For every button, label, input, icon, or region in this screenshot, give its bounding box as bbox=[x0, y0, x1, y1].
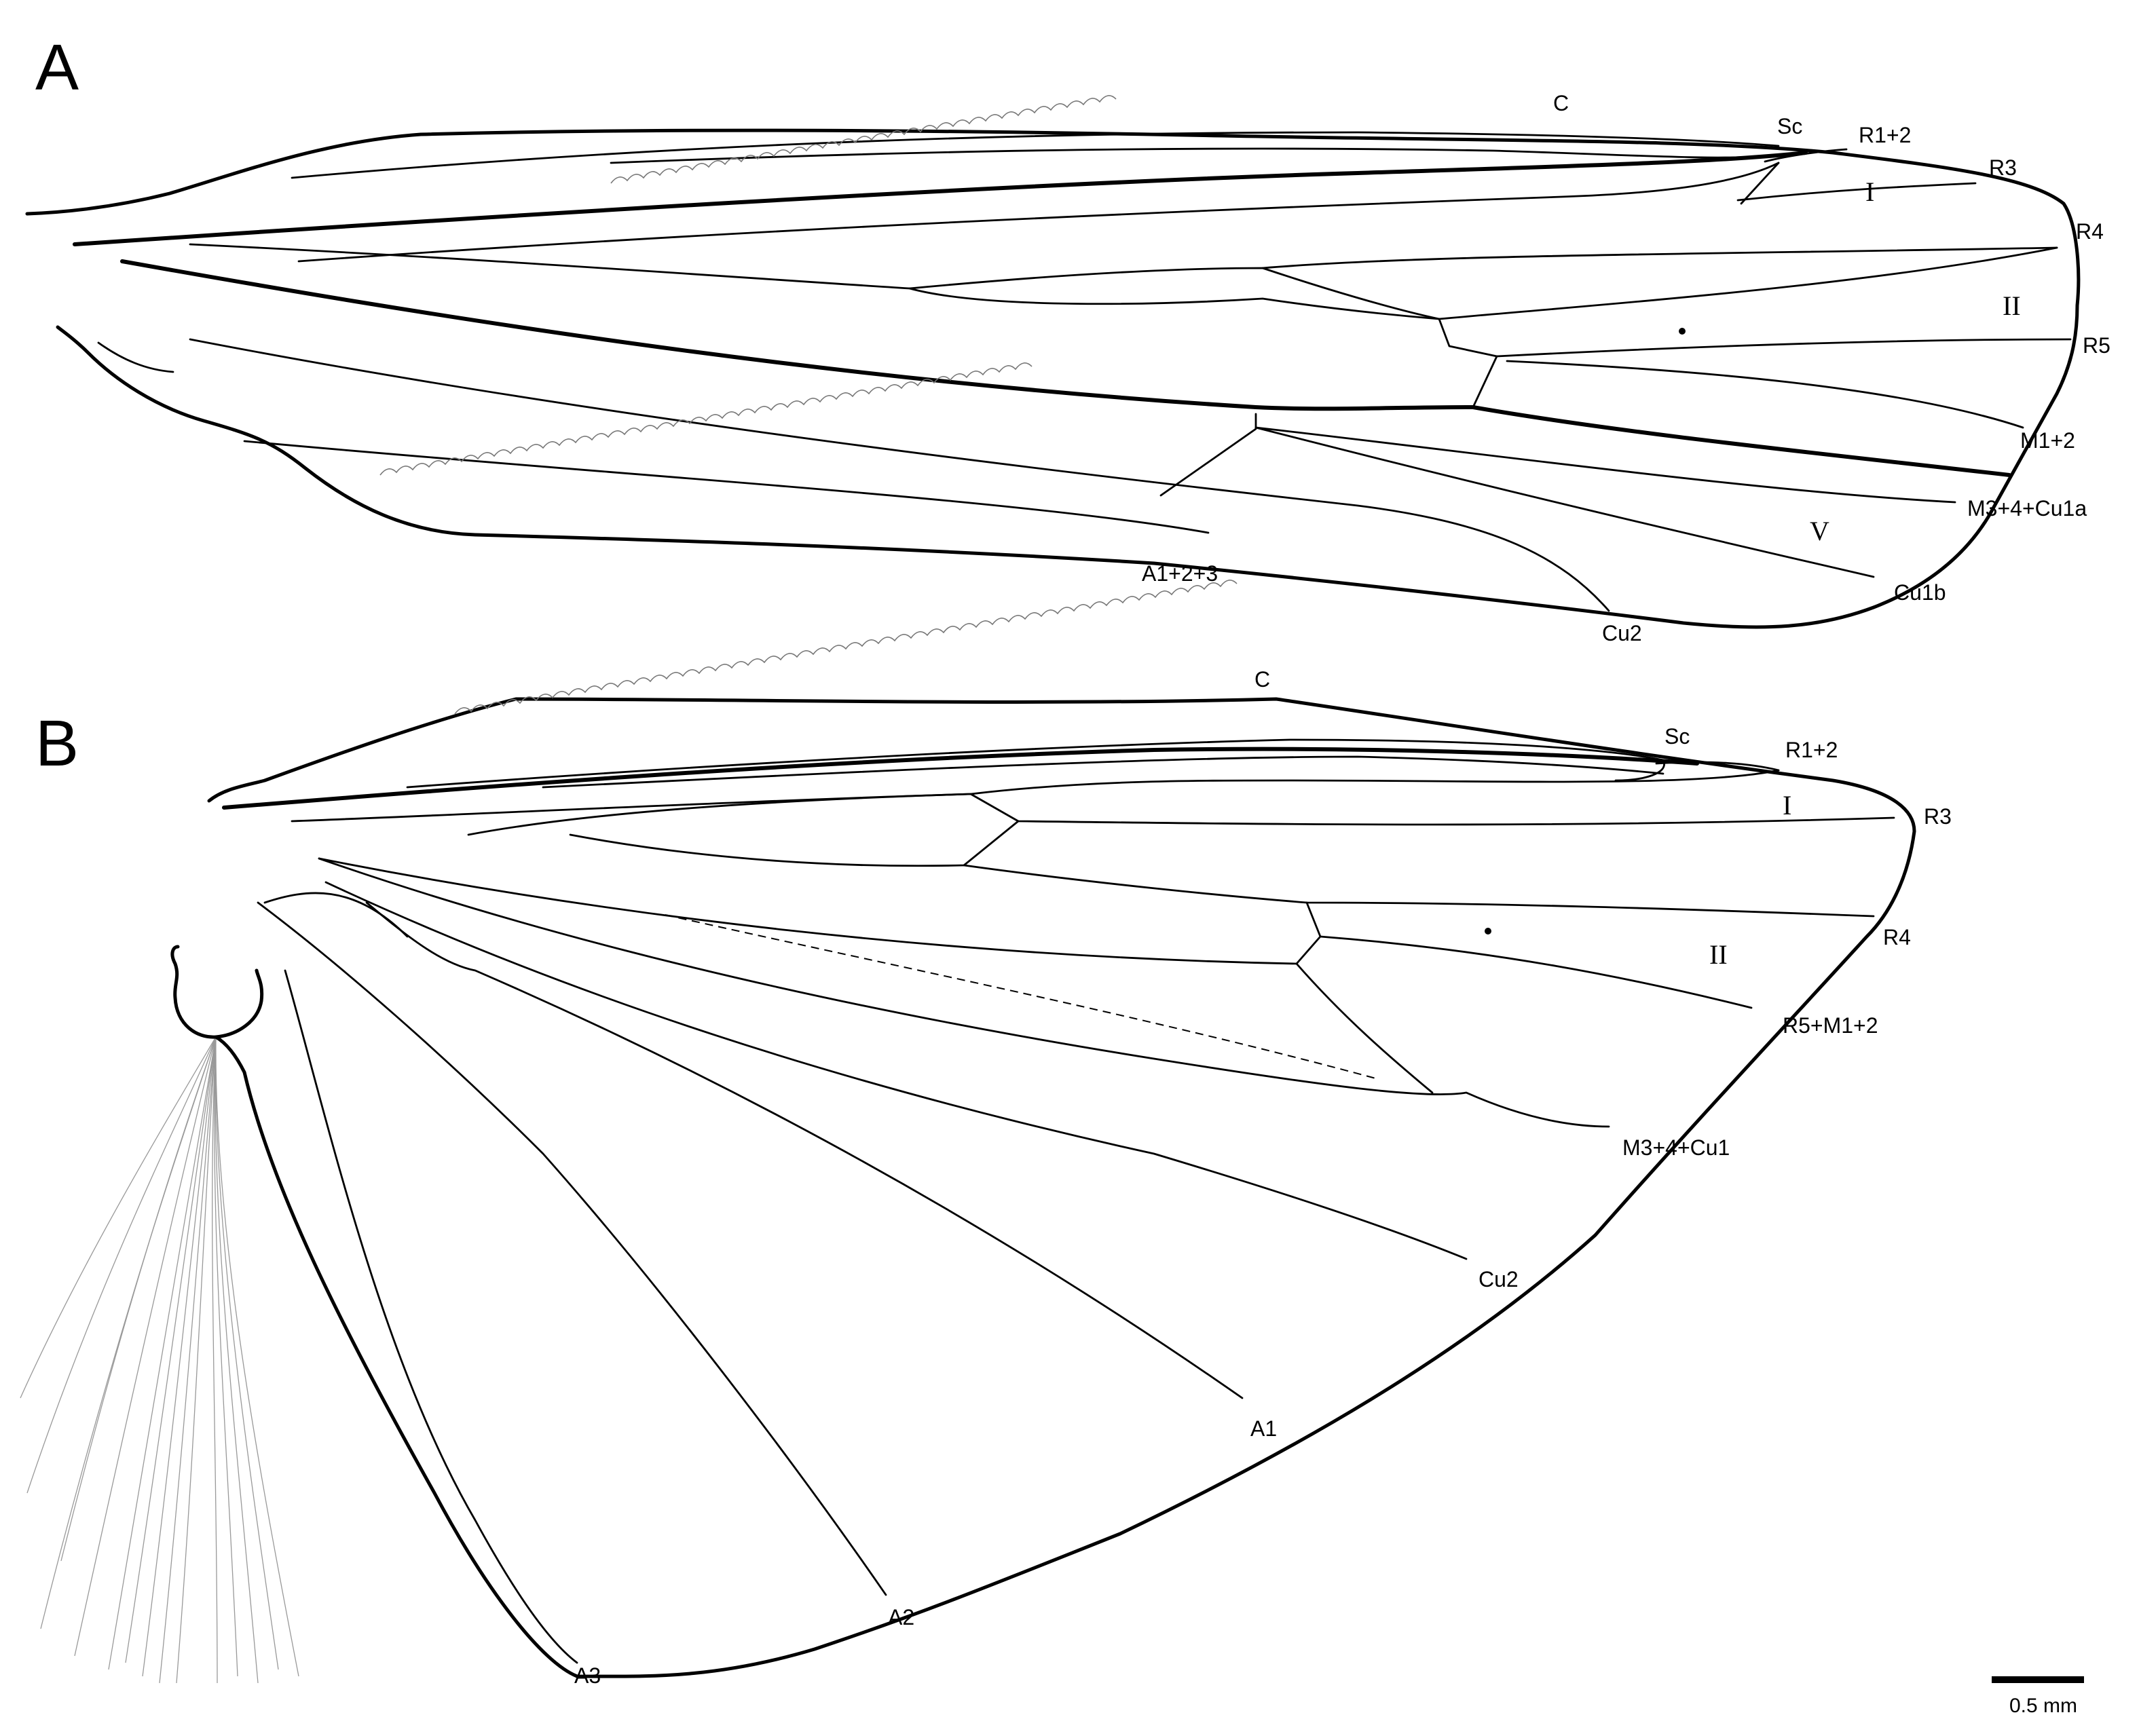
vein-r5 bbox=[1495, 338, 2072, 358]
vein-cu-stem bbox=[120, 259, 2011, 477]
panel-b: B bbox=[20, 580, 1952, 1688]
hindwing-vein-sc-inner bbox=[542, 755, 1664, 789]
vein-cu2 bbox=[189, 338, 1610, 612]
vein-a1-2-3 bbox=[243, 440, 1210, 534]
hindwing-dot bbox=[1485, 928, 1491, 935]
hindwing-vein-basal-curve bbox=[263, 892, 409, 938]
cell-label-a-v: V bbox=[1810, 516, 1829, 546]
label-a-r4: R4 bbox=[2076, 219, 2104, 244]
label-b-cu2: Cu2 bbox=[1478, 1267, 1519, 1291]
label-a-c: C bbox=[1553, 91, 1569, 115]
label-a-r5: R5 bbox=[2083, 333, 2110, 358]
vein-r4-lower bbox=[1438, 246, 2058, 320]
hindwing-costal-scales bbox=[454, 580, 1238, 715]
vein-r-branch-upper bbox=[297, 162, 1780, 263]
label-b-m3-4-cu1: M3+4+Cu1 bbox=[1622, 1135, 1730, 1160]
label-a-m1-2: M1+2 bbox=[2020, 428, 2075, 453]
cell-label-a-ii: II bbox=[2003, 290, 2021, 321]
vein-discal-upper bbox=[189, 243, 1440, 320]
label-a-r3: R3 bbox=[1989, 155, 2017, 180]
vein-cross-m bbox=[1472, 355, 1498, 409]
vein-cross-i bbox=[1740, 162, 1780, 205]
label-b-c: C bbox=[1254, 667, 1270, 692]
panel-a-letter: A bbox=[35, 31, 79, 104]
label-b-r3: R3 bbox=[1924, 804, 1952, 829]
hindwing-vein-sc bbox=[406, 738, 1665, 789]
vein-cu1b bbox=[1254, 426, 1875, 578]
panel-a: A bbox=[25, 31, 2110, 645]
hindwing-vein-discal-lower bbox=[569, 820, 1020, 867]
label-a-m3-4-cu1a: M3+4+Cu1a bbox=[1967, 496, 2087, 521]
hindwing-vein-a3 bbox=[284, 969, 578, 1664]
label-a-cu1b: Cu1b bbox=[1894, 580, 1946, 605]
hindwing-outline bbox=[207, 697, 1916, 1678]
label-b-r1-2: R1+2 bbox=[1785, 738, 1838, 762]
scale-bar: 0.5 mm bbox=[1992, 1676, 2084, 1717]
hindwing-dashed-fold bbox=[665, 914, 1379, 1080]
vein-sc bbox=[291, 131, 1780, 179]
vein-r4 bbox=[1261, 246, 2058, 269]
hindwing-vein-a1 bbox=[365, 901, 1244, 1399]
hindwing-vein-m-long bbox=[318, 857, 1298, 965]
cell-label-a-i: I bbox=[1865, 176, 1874, 207]
hindwing-basal-lobe bbox=[170, 945, 264, 1039]
vein-r3 bbox=[1736, 182, 1977, 202]
label-b-r5-m1-2: R5+M1+2 bbox=[1783, 1013, 1878, 1038]
hindwing-vein-r1-2 bbox=[1655, 761, 1780, 772]
label-b-r4: R4 bbox=[1883, 925, 1911, 949]
label-a-cu2: Cu2 bbox=[1602, 621, 1642, 645]
vein-cross-cu bbox=[1159, 413, 1257, 497]
vein-m3-4-cu1a bbox=[1254, 426, 1956, 504]
hindwing-vein-cu2 bbox=[324, 881, 1468, 1260]
label-b-a1: A1 bbox=[1250, 1416, 1277, 1441]
label-b-sc: Sc bbox=[1664, 724, 1690, 749]
cell-label-b-ii: II bbox=[1709, 939, 1728, 970]
label-b-a2: A2 bbox=[888, 1605, 914, 1629]
panel-b-letter: B bbox=[35, 707, 79, 780]
forewing-anal-scales bbox=[379, 362, 1033, 476]
label-a-sc: Sc bbox=[1777, 114, 1802, 138]
vein-cross-discal bbox=[1438, 318, 1498, 358]
forewing-costal-scales bbox=[610, 95, 1117, 184]
vein-sc-inner bbox=[610, 147, 1766, 164]
scale-bar-label: 0.5 mm bbox=[2009, 1695, 2077, 1717]
hindwing-vein-cross-discal bbox=[1295, 901, 1322, 965]
cell-label-b-i: I bbox=[1783, 790, 1791, 820]
hindwing-vein-discal-upper bbox=[467, 793, 1895, 836]
vein-r1-2 bbox=[1764, 148, 1848, 163]
vein-m-branch bbox=[1506, 360, 2024, 429]
hindwing-vein-a2 bbox=[257, 901, 887, 1596]
hindwing-hair-fringe bbox=[20, 1036, 299, 1684]
hindwing-vein-m bbox=[1295, 962, 1434, 1094]
label-b-a3: A3 bbox=[574, 1663, 601, 1688]
vein-discal-lower bbox=[908, 287, 1440, 320]
label-a-r1-2: R1+2 bbox=[1859, 123, 1911, 147]
vein-r-stem bbox=[73, 151, 1808, 246]
hindwing-vein-m3-4-cu1 bbox=[318, 857, 1610, 1128]
hindwing-vein-r4 bbox=[963, 864, 1875, 918]
label-a-a1-2-3: A1+2+3 bbox=[1142, 561, 1218, 586]
hindwing-vein-r5-m1-2 bbox=[1319, 935, 1753, 1009]
scale-bar-line bbox=[1992, 1676, 2084, 1683]
forewing-outline bbox=[25, 128, 2081, 629]
hindwing-vein-r-upper bbox=[291, 769, 1780, 823]
forewing-dot bbox=[1679, 328, 1686, 335]
hindwing-vein-r-stem bbox=[222, 747, 1699, 810]
forewing-basal-fold bbox=[97, 341, 174, 373]
